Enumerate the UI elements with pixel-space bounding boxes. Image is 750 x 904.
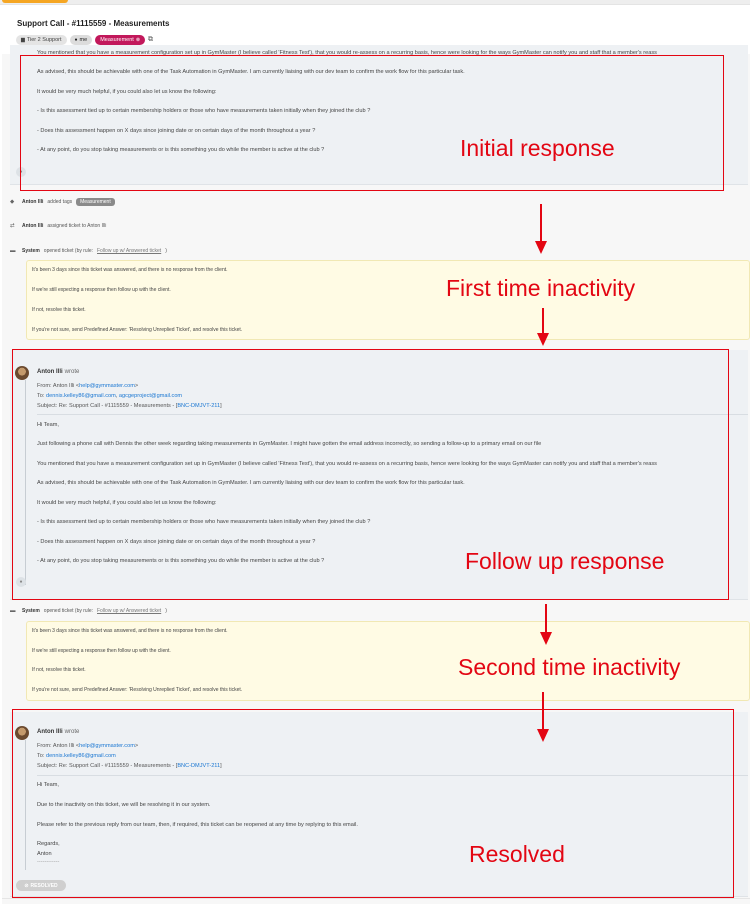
to-line: To: dennis.kelley86@gmail.com <box>37 753 116 759</box>
message-line: It would be very much helpful, if you co… <box>37 500 217 506</box>
arrow-down-icon <box>540 204 542 242</box>
arrow-down-icon <box>537 729 549 742</box>
message-rail <box>25 740 26 870</box>
close-icon[interactable]: ⊗ <box>135 37 141 43</box>
message-line: ------------ <box>37 859 60 865</box>
message-line: Just following a phone call with Dennis … <box>37 441 542 447</box>
system-icon: ▬ <box>10 608 16 614</box>
user-icon: ● <box>74 37 78 43</box>
label-chip[interactable]: Measurement ⊗ <box>95 35 146 45</box>
message-line: Regards, <box>37 841 60 847</box>
ticket-tags: ▆ Tier 2 Support ● me Measurement ⊗ ⧉ <box>16 34 153 46</box>
note-line: It's been 3 days since this ticket was a… <box>32 267 228 273</box>
resolved-status-badge: ⊘ RESOLVED <box>16 880 66 891</box>
message-line: You mentioned that you have a measuremen… <box>37 461 657 467</box>
message-line: Due to the inactivity on this ticket, we… <box>37 802 211 808</box>
annotation-box-resolved <box>12 709 734 898</box>
rule-link[interactable]: Follow up w/ Answered ticket <box>97 248 162 254</box>
message-line: - Does this assessment happen on X days … <box>37 128 316 134</box>
add-tag-icon[interactable]: ⧉ <box>148 36 154 43</box>
message-line: Hi Team, <box>37 422 59 428</box>
ticket-ref-link[interactable]: BNC-DMJVT-211 <box>177 403 221 409</box>
annotation-initial-response: Initial response <box>460 135 615 161</box>
message-line: Anton <box>37 851 52 857</box>
avatar <box>15 366 29 380</box>
event-system-opened: ▬ System opened ticket (by rule:Follow u… <box>10 248 167 254</box>
top-accent-tab[interactable] <box>2 0 68 3</box>
system-icon: ▬ <box>10 248 16 254</box>
arrow-down-icon <box>537 333 549 346</box>
expand-quote-button[interactable]: ● <box>16 577 26 587</box>
message-line: It would be very much helpful, if you co… <box>37 89 217 95</box>
annotation-first-inactivity: First time inactivity <box>446 275 636 301</box>
from-line: From: Anton Illi <help@gymmaster.com> <box>37 743 139 749</box>
message-line: - At any point, do you stop taking measu… <box>37 147 325 153</box>
top-bar <box>0 0 750 5</box>
arrow-down-icon <box>545 604 547 633</box>
event-tag-added: ◆ Anton Illi added tags Measurement <box>10 197 115 207</box>
to-email-link[interactable]: dennis.kelley86@gmail.com <box>46 753 116 759</box>
arrow-down-icon <box>535 241 547 254</box>
note-line: If you're not sure, send Predefined Answ… <box>32 687 243 693</box>
from-email-link[interactable]: help@gymmaster.com <box>79 743 135 749</box>
subject-line: Subject: Re: Support Call - #1115559 - M… <box>37 403 222 409</box>
expand-quote-button[interactable]: ● <box>16 167 26 177</box>
note-line: If we're still expecting a response then… <box>32 287 171 293</box>
annotation-follow-up-response: Follow up response <box>465 548 665 574</box>
note-line: It's been 3 days since this ticket was a… <box>32 628 228 634</box>
from-line: From: Anton Illi <help@gymmaster.com> <box>37 383 139 389</box>
event-system-opened: ▬ System opened ticket (by rule:Follow u… <box>10 608 167 614</box>
header-divider <box>37 414 748 415</box>
tag-icon: ◆ <box>10 199 15 205</box>
from-email-link[interactable]: help@gymmaster.com <box>79 383 135 389</box>
note-line: If we're still expecting a response then… <box>32 648 171 654</box>
inactivity-note: It's been 3 days since this ticket was a… <box>26 621 750 701</box>
rule-link[interactable]: Follow up w/ Answered ticket <box>97 608 162 614</box>
message-line: - Is this assessment tied up to certain … <box>37 519 371 525</box>
bottom-divider <box>2 898 750 899</box>
annotation-second-inactivity: Second time inactivity <box>458 654 681 680</box>
message-line: Hi Team, <box>37 782 59 788</box>
assignee-chip[interactable]: ● me <box>69 35 93 45</box>
message-line: You mentioned that you have a measuremen… <box>37 50 657 56</box>
message-line: As advised, this should be achievable wi… <box>37 480 465 486</box>
to-email-link[interactable]: agcgeproject@gmail.com <box>118 393 183 399</box>
message-line: Please refer to the previous reply from … <box>37 822 358 828</box>
annotation-box-follow-up <box>12 349 729 600</box>
note-line: If not, resolve this ticket. <box>32 667 86 673</box>
note-line: If not, resolve this ticket. <box>32 307 86 313</box>
avatar <box>15 726 29 740</box>
event-assigned: ⇄ Anton Illi assigned ticket to Anton Il… <box>10 223 107 229</box>
note-line: If you're not sure, send Predefined Answ… <box>32 327 243 333</box>
inactivity-note: It's been 3 days since this ticket was a… <box>26 260 750 340</box>
assign-icon: ⇄ <box>10 223 15 229</box>
folder-icon: ▆ <box>21 37 25 43</box>
ticket-ref-link[interactable]: BNC-DMJVT-211 <box>177 763 221 769</box>
annotation-resolved: Resolved <box>469 841 565 867</box>
ticket-title: Support Call - #1115559 - Measurements <box>17 19 170 28</box>
arrow-down-icon <box>540 632 552 645</box>
subject-line: Subject: Re: Support Call - #1115559 - M… <box>37 763 222 769</box>
to-line: To: dennis.kelley86@gmail.com, agcgeproj… <box>37 393 183 399</box>
team-chip[interactable]: ▆ Tier 2 Support <box>16 35 67 45</box>
to-email-link[interactable]: dennis.kelley86@gmail.com <box>46 393 116 399</box>
arrow-down-icon <box>542 308 544 334</box>
message-rail <box>25 380 26 585</box>
annotation-box-initial <box>20 55 724 191</box>
resolved-icon: ⊘ <box>24 882 29 889</box>
message-line: - At any point, do you stop taking measu… <box>37 558 325 564</box>
message-initial: You mentioned that you have a measuremen… <box>10 45 748 185</box>
message-line: - Is this assessment tied up to certain … <box>37 108 371 114</box>
arrow-down-icon <box>542 692 544 730</box>
message-line: As advised, this should be achievable wi… <box>37 69 465 75</box>
measurement-tag[interactable]: Measurement <box>76 198 115 206</box>
message-line: - Does this assessment happen on X days … <box>37 539 316 545</box>
header-divider <box>37 775 748 776</box>
